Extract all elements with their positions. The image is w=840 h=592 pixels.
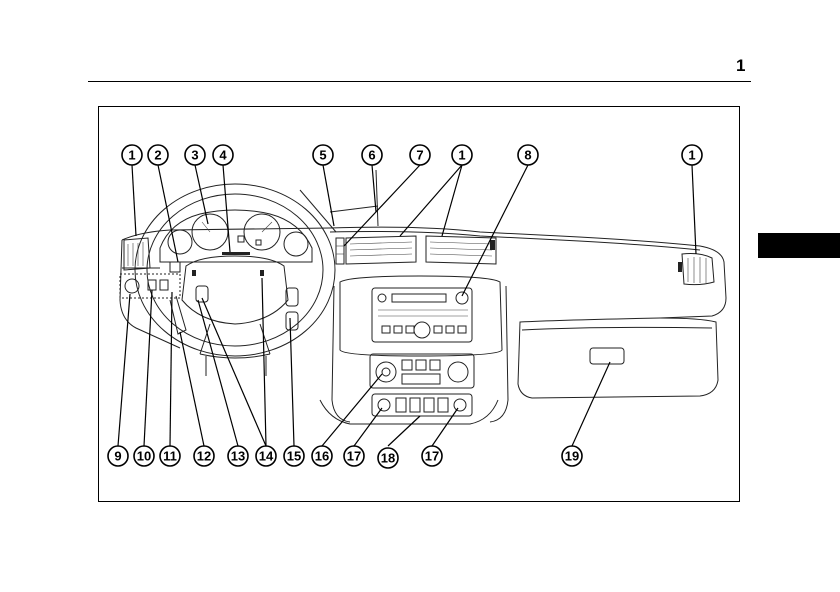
callout-11: 11 — [159, 445, 181, 467]
callout-3: 3 — [184, 144, 206, 166]
callout-12: 12 — [193, 445, 215, 467]
callout-label: 15 — [287, 449, 301, 464]
callout-1-center: 1 — [451, 144, 473, 166]
dashboard-outline — [119, 226, 727, 425]
callout-label: 11 — [163, 449, 177, 464]
callout-16: 16 — [311, 445, 333, 467]
callout-19: 19 — [561, 445, 583, 467]
right-side-vent — [678, 253, 715, 286]
callout-label: 13 — [231, 449, 245, 464]
left-switch-cluster — [119, 261, 187, 335]
radio-unit — [371, 287, 473, 343]
callout-label: 10 — [137, 449, 151, 464]
callout-18: 18 — [377, 447, 399, 469]
lower-switch-panel — [371, 393, 473, 417]
callout-label: 19 — [565, 449, 579, 464]
header-rule — [88, 81, 751, 82]
callout-label: 5 — [319, 148, 326, 163]
callout-1-right: 1 — [681, 144, 703, 166]
callout-4: 4 — [212, 144, 234, 166]
callout-17-right: 17 — [421, 445, 443, 467]
callout-10: 10 — [133, 445, 155, 467]
callout-label: 18 — [381, 451, 395, 466]
callout-label: 2 — [154, 148, 161, 163]
vent-switches — [335, 237, 345, 265]
callout-13: 13 — [227, 445, 249, 467]
callout-label: 7 — [416, 148, 423, 163]
callout-14: 14 — [255, 445, 277, 467]
callout-2: 2 — [147, 144, 169, 166]
steering-wheel — [134, 183, 336, 376]
callout-9: 9 — [107, 445, 129, 467]
page-number: 1 — [736, 56, 746, 75]
center-stack — [331, 275, 509, 423]
callout-label: 17 — [347, 449, 361, 464]
callout-15: 15 — [283, 445, 305, 467]
callout-label: 16 — [315, 449, 329, 464]
callout-label: 6 — [368, 148, 375, 163]
callout-17-left: 17 — [343, 445, 365, 467]
callout-label: 12 — [197, 449, 211, 464]
callout-label: 1 — [458, 148, 465, 163]
figure-frame — [98, 106, 740, 502]
glove-box-handle — [589, 347, 625, 365]
callout-label: 9 — [114, 449, 121, 464]
windshield-pillar — [299, 169, 379, 233]
center-vents — [345, 235, 497, 265]
callout-label: 14 — [259, 449, 274, 464]
climate-controls — [369, 353, 475, 389]
callout-label: 1 — [128, 148, 135, 163]
leader-lines — [117, 164, 697, 447]
chapter-tab — [758, 233, 840, 258]
callout-5: 5 — [312, 144, 334, 166]
callout-label: 17 — [425, 449, 439, 464]
callout-1: 1 — [121, 144, 143, 166]
callout-7: 7 — [409, 144, 431, 166]
callout-8: 8 — [517, 144, 539, 166]
callout-label: 3 — [191, 148, 198, 163]
callout-6: 6 — [361, 144, 383, 166]
callout-label: 4 — [219, 148, 227, 163]
left-side-vent — [123, 237, 151, 271]
callout-label: 8 — [524, 148, 531, 163]
instrument-cluster — [159, 209, 313, 263]
callout-label: 1 — [688, 148, 695, 163]
